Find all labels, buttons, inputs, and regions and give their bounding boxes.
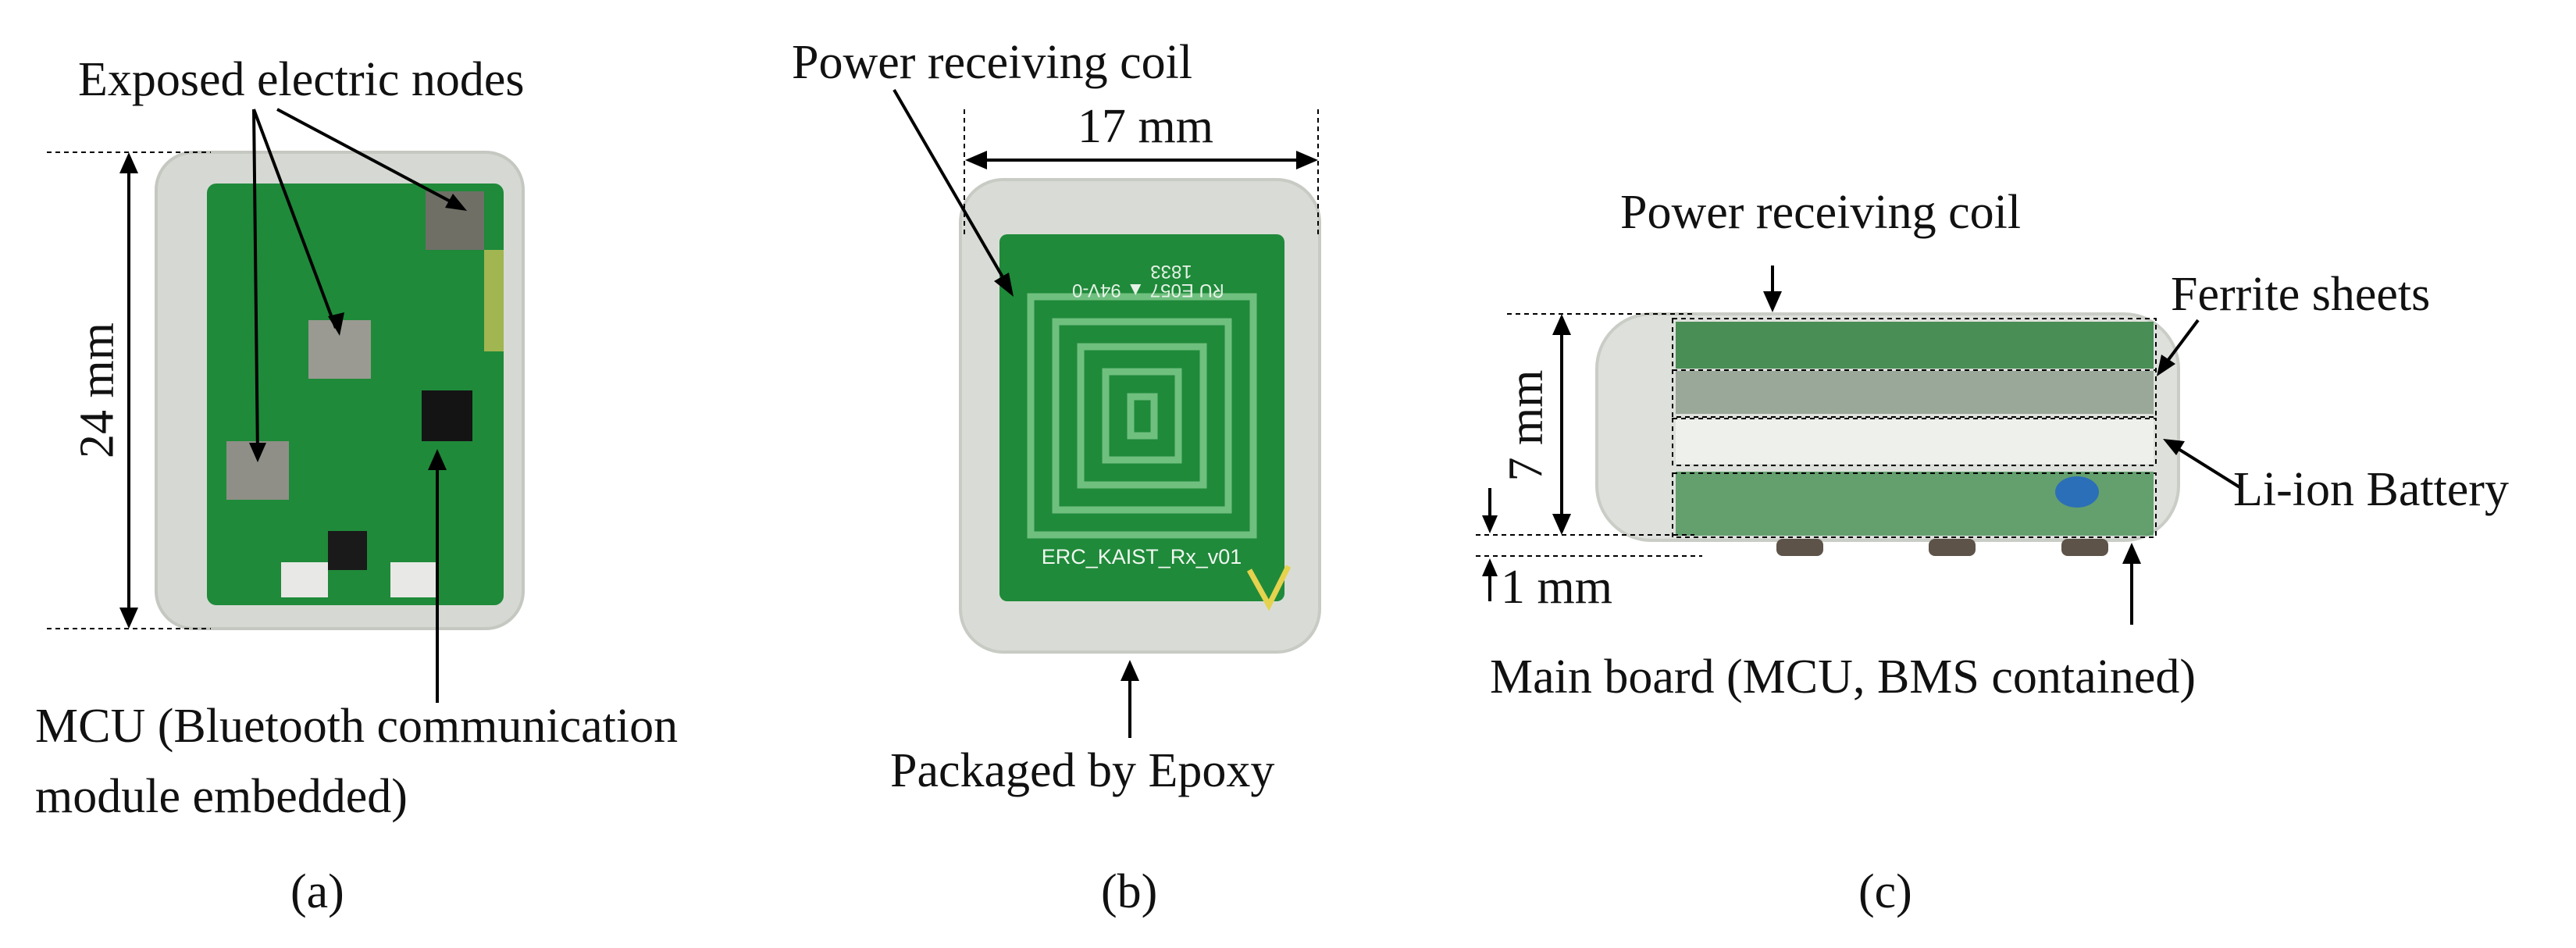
component xyxy=(328,531,367,570)
packaging-label: Packaged by Epoxy xyxy=(890,744,1275,797)
device-photo-b: 1833 ᖇU E057 ▲ 94V-0 ERC_KAIST_Rx_v01 xyxy=(893,88,1321,738)
mcu-chip xyxy=(422,390,472,441)
ferrite-layer xyxy=(1676,371,2154,414)
mcu-label-line1: MCU (Bluetooth communication xyxy=(35,700,679,753)
pcb-code-top: 1833 xyxy=(1150,261,1192,282)
spiral-coil xyxy=(1027,293,1257,539)
connector xyxy=(281,562,328,597)
device-photo-c xyxy=(1476,266,2243,625)
bottom-node xyxy=(1929,539,1976,556)
bottom-node xyxy=(2061,539,2108,556)
pcb-code-mid: ᖇU E057 ▲ 94V-0 xyxy=(1072,280,1224,301)
dimension-7mm-label: 7 mm xyxy=(1499,369,1553,482)
ferrite-label: Ferrite sheets xyxy=(2171,268,2431,321)
panel-c: Power receiving coil Ferrite sheets 7 mm… xyxy=(1460,0,2576,948)
mcu-label-line2: module embedded) xyxy=(35,770,408,823)
component-blue xyxy=(2055,476,2099,508)
main-board-label: Main board (MCU, BMS contained) xyxy=(1490,650,2197,704)
panel-a: Exposed electric nodes 24 mm MCU (Blueto… xyxy=(0,0,859,948)
dimension-17mm-label: 17 mm xyxy=(1078,100,1213,153)
battery-label: Li-ion Battery xyxy=(2233,463,2509,516)
caption-b: (b) xyxy=(1101,865,1158,918)
battery-layer xyxy=(1676,419,2154,464)
coil-layer xyxy=(1676,322,2154,369)
coil-lead xyxy=(484,250,504,351)
exposed-nodes-label: Exposed electric nodes xyxy=(78,53,525,106)
coil-lead xyxy=(1246,565,1292,611)
device-photo-a xyxy=(47,108,525,703)
pcb-name: ERC_KAIST_Rx_v01 xyxy=(1042,545,1242,568)
coil-label-b: Power receiving coil xyxy=(792,36,1193,89)
gap-1mm-label: 1 mm xyxy=(1501,561,1612,614)
coil-label-c: Power receiving coil xyxy=(1620,186,2022,239)
bottom-node xyxy=(1776,539,1823,556)
caption-c: (c) xyxy=(1858,865,1912,918)
connector xyxy=(390,562,437,597)
caption-a: (a) xyxy=(290,865,344,918)
dimension-24mm-label: 24 mm xyxy=(70,323,124,458)
panel-b: 1833 ᖇU E057 ▲ 94V-0 ERC_KAIST_Rx_v01 Po… xyxy=(781,0,1484,948)
